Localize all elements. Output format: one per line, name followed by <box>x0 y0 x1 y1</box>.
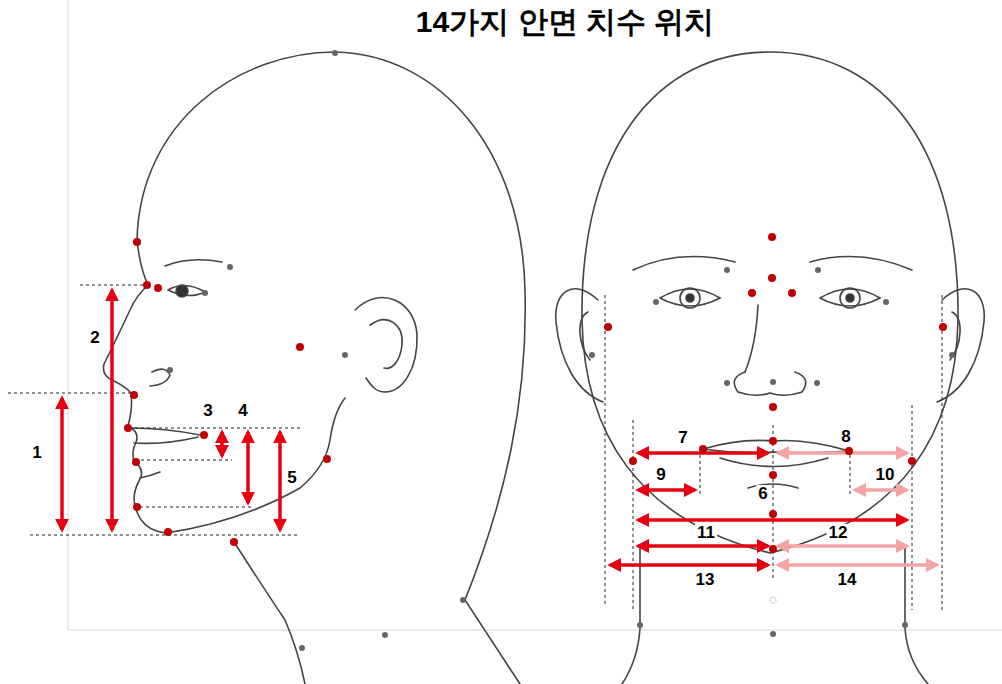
callout-number: 3 <box>201 402 214 420</box>
callout-number: 5 <box>285 469 298 487</box>
callout-number: 11 <box>695 524 717 542</box>
callout-number: 14 <box>836 571 859 589</box>
callout-number: 9 <box>654 466 667 484</box>
callout-number: 4 <box>236 402 249 420</box>
callout-number: 6 <box>756 485 769 503</box>
callout-number: 1 <box>30 444 43 462</box>
callout-number: 10 <box>874 466 897 484</box>
callout-number: 12 <box>827 524 850 542</box>
callout-number: 2 <box>88 329 101 347</box>
diagram-title: 14가지 안면 치수 위치 <box>416 2 714 43</box>
callout-number: 8 <box>839 428 852 446</box>
callout-number: 7 <box>676 429 689 447</box>
callout-number: 13 <box>694 571 717 589</box>
